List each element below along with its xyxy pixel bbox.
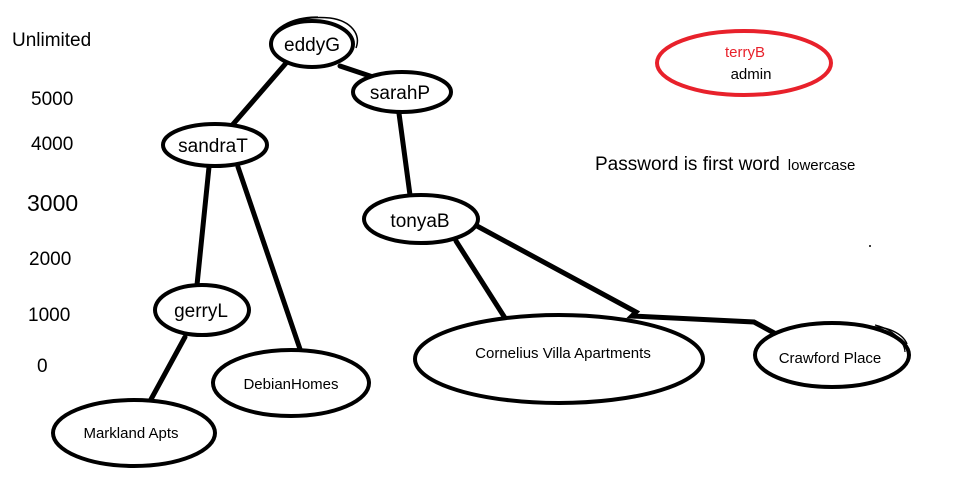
- level-label-unlimited: Unlimited: [12, 30, 91, 51]
- edge-tonyaB-cornelius: [453, 238, 508, 321]
- level-label-3000: 3000: [27, 190, 78, 216]
- admin-node-outline: [655, 29, 833, 97]
- place-markland-apts: Markland Apts: [51, 398, 217, 468]
- place-label-markland-apts: Markland Apts: [83, 425, 178, 442]
- level-label-0: 0: [37, 356, 48, 377]
- node-tonyaB: tonyaB: [362, 193, 480, 245]
- place-label-cornelius-villa: Cornelius Villa Apartments: [475, 345, 651, 362]
- place-cornelius-villa: Cornelius Villa Apartments: [413, 313, 705, 405]
- password-note: Password is first word lowercase: [595, 154, 855, 175]
- edges: [146, 59, 779, 406]
- edge-tonyaB-crawford: [474, 223, 779, 337]
- node-label-sarahP: sarahP: [370, 83, 430, 104]
- node-eddyG: eddyG: [269, 16, 358, 69]
- node-label-tonyaB: tonyaB: [390, 211, 449, 232]
- password-note-suffix: lowercase: [788, 157, 856, 174]
- place-debianhomes: DebianHomes: [211, 348, 371, 418]
- place-crawford-place: Crawford Place: [753, 321, 911, 389]
- node-label-gerryL: gerryL: [174, 301, 228, 322]
- admin-role: admin: [731, 66, 772, 83]
- edge-sarahP-tonyaB: [395, 103, 413, 198]
- edge-gerryL-markland: [146, 334, 188, 406]
- password-note-text: Password is first word lowercase: [595, 154, 855, 175]
- place-label-debianhomes: DebianHomes: [243, 376, 338, 393]
- stray-dot: [869, 245, 871, 247]
- node-label-eddyG: eddyG: [284, 35, 340, 56]
- level-label-2000: 2000: [29, 249, 71, 270]
- admin-username: terryB: [725, 44, 765, 61]
- level-label-5000: 5000: [31, 89, 73, 110]
- level-label-1000: 1000: [28, 305, 70, 326]
- node-gerryL: gerryL: [153, 283, 251, 337]
- password-note-main: Password is first word: [595, 154, 780, 175]
- edge-eddyG-sandraT: [225, 59, 290, 133]
- node-label-sandraT: sandraT: [178, 136, 248, 157]
- node-sarahP: sarahP: [351, 70, 453, 114]
- edge-sandraT-gerryL: [194, 164, 212, 288]
- level-scale: Unlimited 5000 4000 3000 2000 1000 0: [12, 30, 91, 377]
- node-sandraT: sandraT: [161, 122, 269, 168]
- level-label-4000: 4000: [31, 134, 73, 155]
- place-label-crawford-place: Crawford Place: [779, 350, 882, 367]
- edge-sandraT-debian: [235, 164, 304, 355]
- admin-node: terryB admin: [655, 29, 833, 97]
